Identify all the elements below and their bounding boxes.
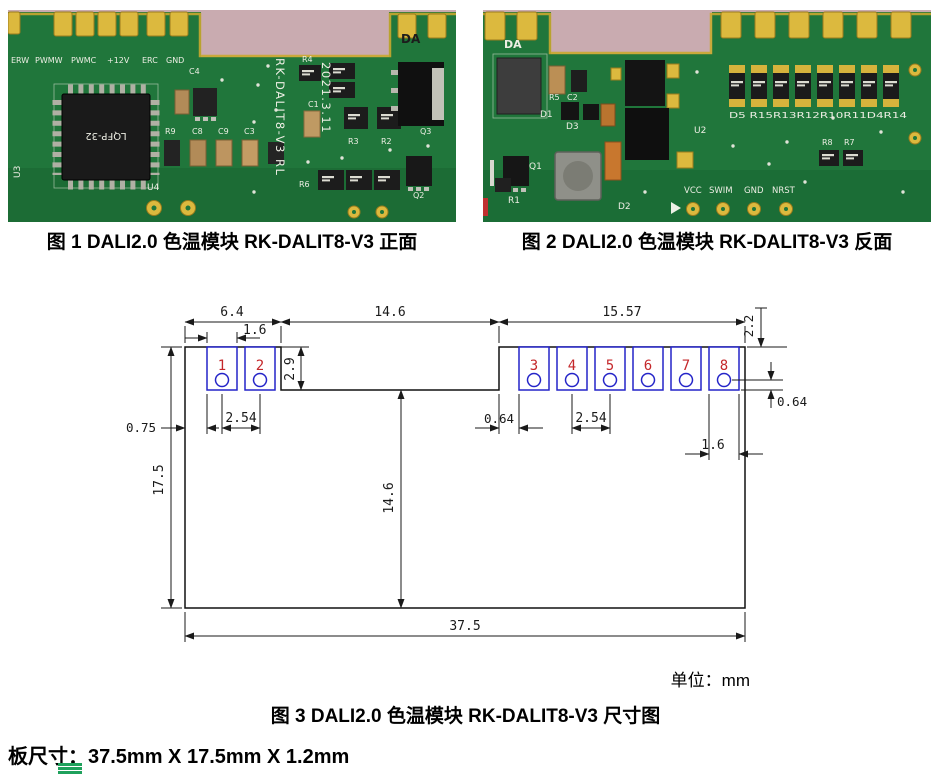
qfp-marking: LQFP-32 [85,130,126,141]
dimension-diagram: 1 2 3 4 5 6 7 8 [115,292,815,682]
pcb-back-photo: DA R5 C2 D1 D3 Q1 R1 D2 U2 D5 R15R13R12R… [483,10,931,222]
silk-ref-c1: C1 [308,100,319,109]
silk-ref-q2: Q2 [413,191,424,200]
front-components [164,62,444,191]
pad-number-5: 5 [606,358,614,374]
silk-ref-c4: C4 [189,67,200,76]
pad-label-pwmc: PWMC [71,56,97,65]
pcb-front-photo: LQFP-32 [7,10,456,222]
silk-da-label: DA [504,38,522,51]
silkscreen-box [492,53,548,119]
resistor-row [729,65,899,107]
pad-hole-dots [151,205,384,214]
dim-hole-offset-right: 0.64 [777,394,807,409]
pcb-front-figure: LQFP-32 [7,10,456,227]
pad-number-7: 7 [682,358,690,374]
pad-number-3: 3 [530,358,538,374]
dim-mid-height: 14.6 [382,482,397,513]
silk-ref-q3: Q3 [420,127,431,136]
unit-label: 单位：mm [670,671,750,690]
pad-label-erc: ERC [142,56,158,65]
pad-label-nrst: NRST [772,186,796,196]
dimension-drawing: 1 2 3 4 5 6 7 8 [126,305,807,642]
dimension-lines [161,308,775,640]
silk-ref-d2: D2 [618,202,631,212]
pin1-triangle-icon [671,202,681,214]
ic-u2-top [625,60,665,106]
silk-ref-r6: R6 [299,180,310,189]
back-components [483,57,863,216]
silk-resistor-row-labels: D5 R15R13R12R10R11D4R14 [729,111,907,120]
silk-ref-d1: D1 [540,110,553,120]
pad-number-8: 8 [720,358,728,374]
pad-label-gnd: GND [166,56,184,65]
diode-d1 [496,57,542,115]
pads: 1 2 3 4 5 6 7 8 [206,346,740,391]
pad-label-gnd: GND [744,186,764,196]
fig1-caption: 图 1 DALI2.0 色温模块 RK-DALIT8-V3 正面 [46,232,418,253]
silk-ref-c8: C8 [192,127,203,136]
silk-ref-c2: C2 [567,93,578,102]
silk-ref-c3: C3 [244,127,255,136]
silk-ref-r9: R9 [165,127,176,136]
dim-pad-width-left: 1.6 [243,323,266,338]
silk-ref-r2: R2 [381,137,392,146]
transistor-q2 [406,156,432,186]
pad-number-2: 2 [256,358,264,374]
silk-date-text: 2021.3.11 [319,62,333,134]
silk-ref-u3: U3 [13,166,23,178]
dim-top-mid: 14.6 [374,305,405,320]
pad-label-12v: +12V [107,56,130,65]
silk-da-label: DA [401,32,421,46]
pad-number-6: 6 [644,358,652,374]
dim-gap-right: 0.64 [484,411,514,426]
silk-ref-q1: Q1 [529,162,542,172]
silk-model-text: RK-DALIT8-V3 RL [273,58,287,176]
silk-ref-r8: R8 [822,138,833,147]
cropped-icon-artifact [58,763,82,775]
silk-ref-r1: R1 [508,196,520,206]
transistor-c4-area [193,88,217,116]
pad-label-erw: ERW [11,56,29,65]
vias [643,70,905,194]
silk-ref-d3: D3 [566,122,579,132]
dim-top-right: 15.57 [602,305,641,320]
dim-left-margin: 0.75 [126,420,156,435]
pad-label-pwmw: PWMW [35,56,63,65]
dim-pad-width-right: 1.6 [701,438,724,453]
pad-hole-dots [691,68,917,211]
dim-top-left: 6.4 [220,305,244,320]
dim-board-height: 17.5 [152,464,167,495]
pad-label-vcc: VCC [684,186,702,196]
silk-ref-r3: R3 [348,137,359,146]
silk-ref-c9: C9 [218,127,229,136]
dim-pitch-left: 2.54 [225,411,256,426]
dim-step-height: 2.9 [283,357,298,380]
pad-number-4: 4 [568,358,576,374]
fig2-caption: 图 2 DALI2.0 色温模块 RK-DALIT8-V3 反面 [521,232,893,253]
silk-ref-r5: R5 [549,93,560,102]
pcb-back-figure: DA R5 C2 D1 D3 Q1 R1 D2 U2 D5 R15R13R12R… [483,10,931,227]
vias [220,64,430,194]
board-outline [184,346,746,609]
dim-pitch-right: 2.54 [575,411,606,426]
diode-d2 [604,141,622,181]
silk-ref-u4: U4 [147,183,160,193]
ic-u2-bottom [625,108,669,160]
pad-label-swim: SWIM [709,186,733,196]
dim-right-top: 2.2 [741,315,756,338]
dim-board-width: 37.5 [449,619,480,634]
silk-ref-r7: R7 [844,138,855,147]
silk-ref-u2: U2 [694,126,706,136]
back-edge-pads [484,11,922,216]
pad-number-1: 1 [218,358,226,374]
fig3-caption: 图 3 DALI2.0 色温模块 RK-DALIT8-V3 尺寸图 [270,706,661,727]
silk-ref-r4: R4 [302,55,313,64]
qfp-chip: LQFP-32 [52,84,160,190]
board-size-text: 板尺寸：37.5mm X 17.5mm X 1.2mm [8,746,350,768]
